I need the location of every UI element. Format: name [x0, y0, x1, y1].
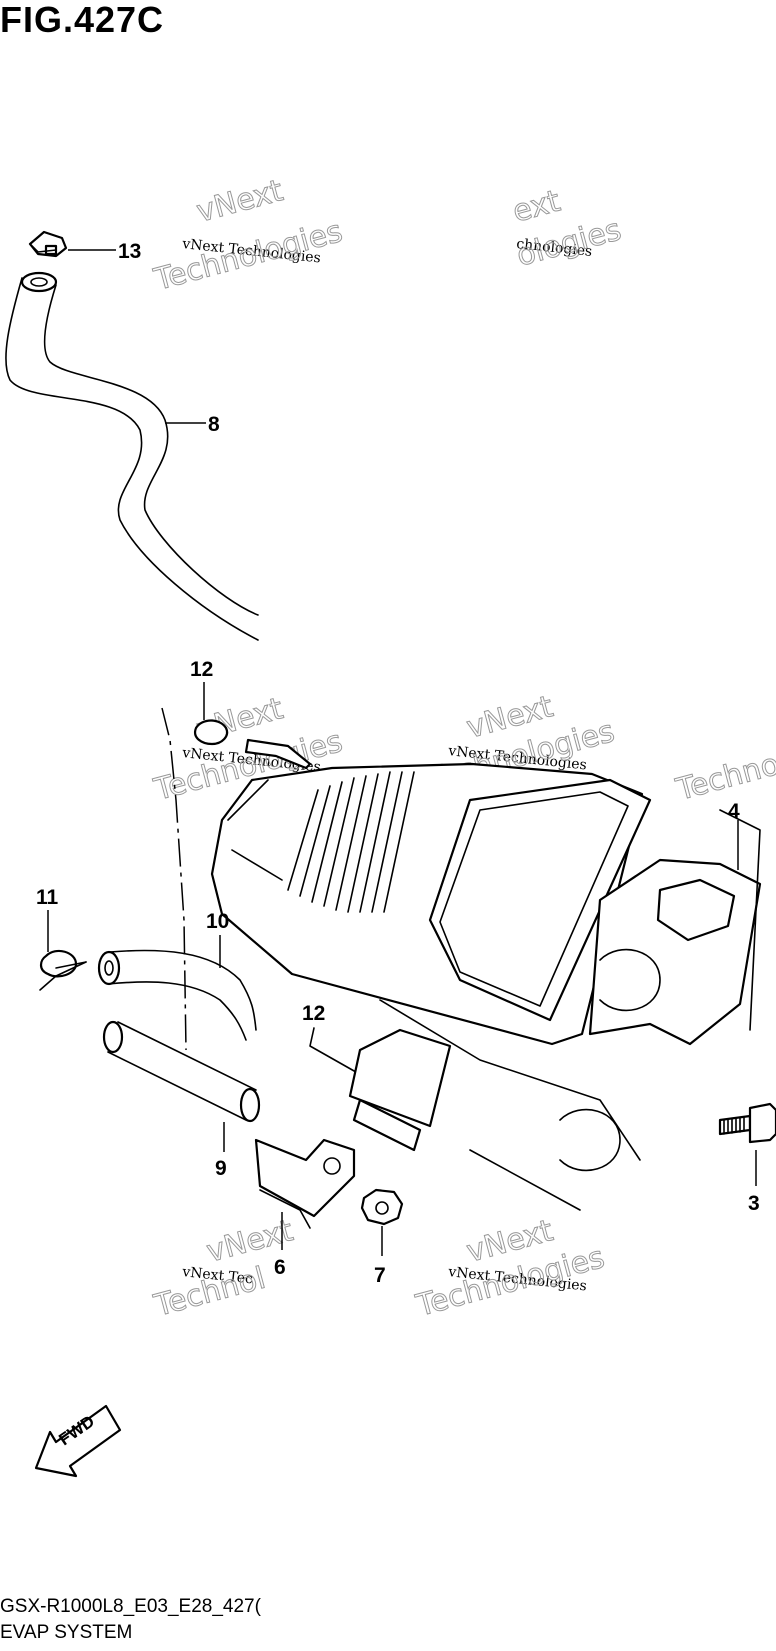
part-3-bolt: 3	[718, 1102, 776, 1215]
watermark-text: vNext	[193, 173, 287, 230]
callout-12-lower: 12	[302, 1002, 325, 1025]
section-name: EVAP SYSTEM	[0, 1622, 133, 1643]
watermark-text: Techno	[672, 747, 776, 808]
callout-6: 6	[274, 1256, 286, 1279]
part-9-hose: 9	[102, 1020, 261, 1180]
watermark-text: ext	[509, 184, 564, 230]
part-8-hose: 8	[5, 271, 259, 641]
callout-10: 10	[206, 910, 229, 933]
watermark-text: vNext Tec	[181, 1264, 254, 1287]
callout-12-upper: 12	[190, 658, 213, 681]
fwd-arrow-icon: FWD	[34, 1404, 122, 1478]
part-13-clamp: 13	[28, 230, 141, 263]
callout-11: 11	[36, 886, 59, 909]
callout-9: 9	[215, 1157, 227, 1180]
model-code: GSX-R1000L8_E03_E28_427(	[0, 1596, 261, 1617]
part-4-canister: 4	[210, 762, 762, 1211]
callout-3: 3	[748, 1192, 760, 1215]
part-10-hose: 10	[97, 910, 257, 1041]
part-7-nut: 7	[360, 1188, 404, 1287]
callout-7: 7	[374, 1264, 386, 1287]
callout-4: 4	[728, 800, 740, 823]
callout-8: 8	[208, 413, 220, 436]
callout-13: 13	[118, 240, 141, 263]
part-12-clamp-upper: 12	[190, 658, 312, 770]
figure-title: FIG.427C	[0, 0, 165, 40]
part-12-bracket-lower: 12	[302, 1002, 452, 1152]
watermark-group: vNext vNext Technologies Technologies ex…	[150, 173, 776, 1325]
part-6-bracket: 6	[254, 1138, 356, 1279]
watermark-text: chnologies	[516, 236, 593, 260]
part-11-clip: 11	[36, 886, 87, 991]
